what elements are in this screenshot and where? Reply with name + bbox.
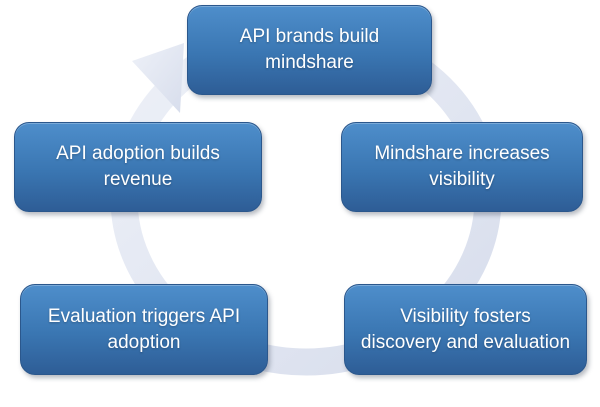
step-text-line: mindshare	[265, 52, 354, 73]
step-text-line: Mindshare increases	[374, 143, 550, 164]
step-text-line: API adoption builds	[56, 143, 220, 164]
cycle-step-adoption: Evaluation triggers API adoption	[20, 284, 268, 375]
step-text-line: adoption	[107, 331, 181, 353]
step-text-line: visibility	[429, 169, 495, 190]
step-text-line: Evaluation triggers API	[47, 305, 241, 327]
cycle-arrow-head-icon	[132, 43, 184, 113]
step-text-line: Visibility fosters	[400, 305, 531, 327]
cycle-step-visibility: Mindshare increases visibility	[341, 122, 583, 212]
cycle-step-discovery-evaluation: Visibility fosters discovery and evaluat…	[344, 284, 587, 375]
step-text-line: revenue	[103, 169, 173, 190]
cycle-step-mindshare: API brands build mindshare	[187, 5, 432, 95]
step-text-line: API brands build	[239, 26, 380, 47]
cycle-step-revenue: API adoption builds revenue	[14, 122, 262, 212]
step-text-line: discovery and evaluation	[360, 331, 571, 353]
